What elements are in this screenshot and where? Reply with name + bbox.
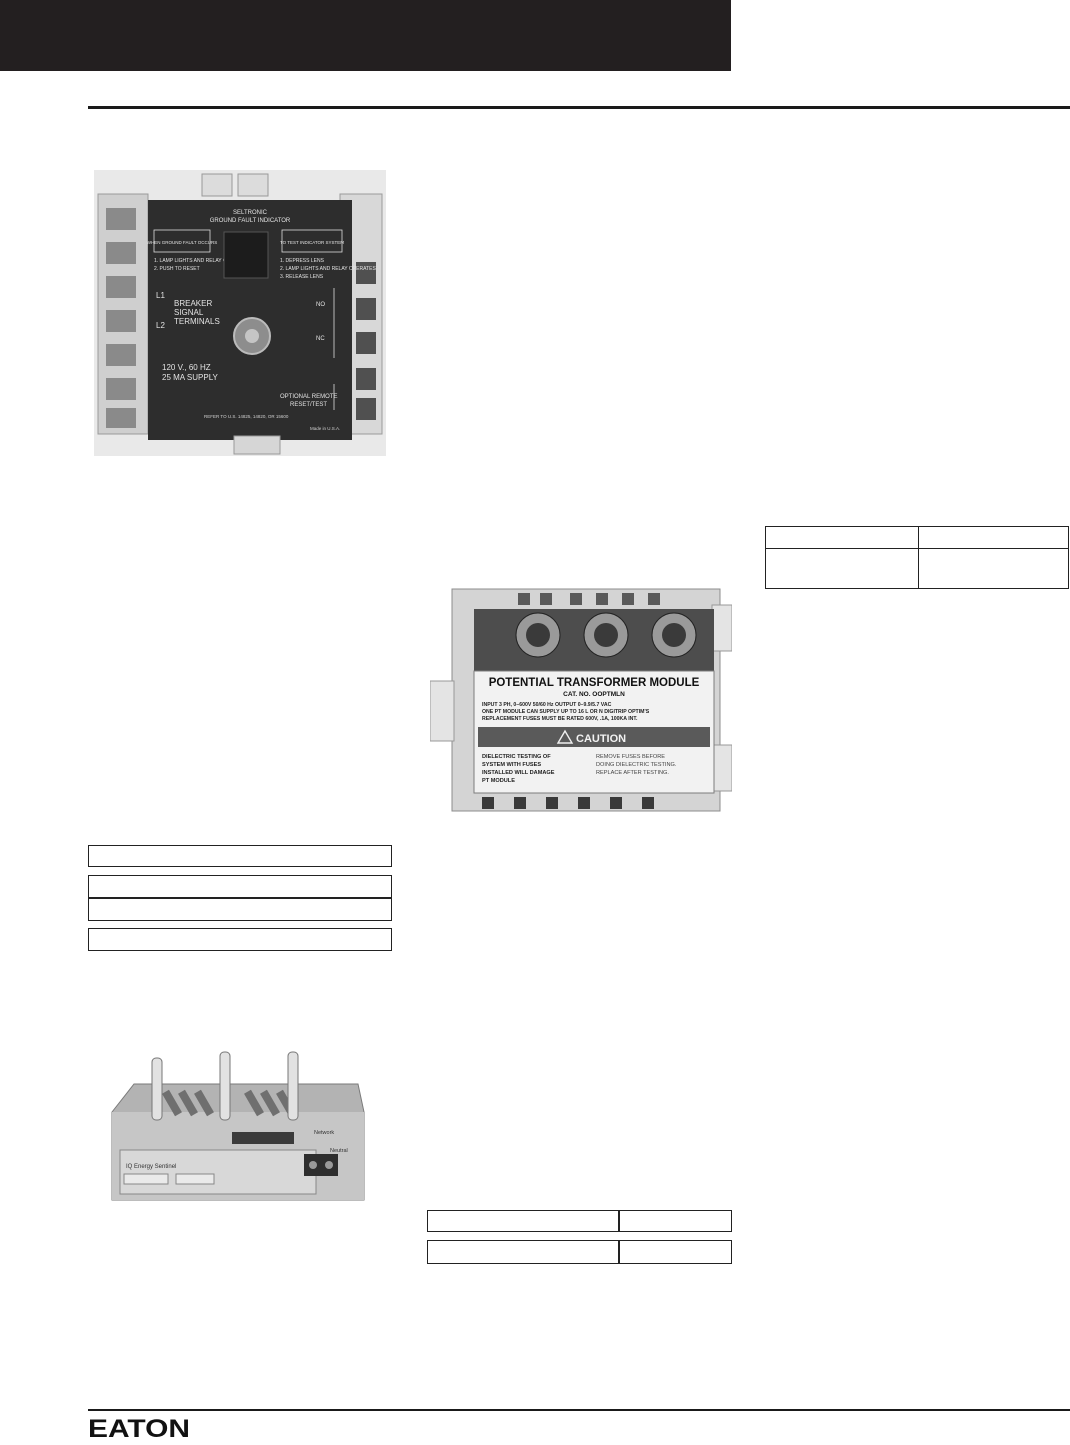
table-cell [618,1240,732,1264]
caution-icon [556,729,574,744]
table-cell [918,526,1069,549]
ptm-right-1: REMOVE FUSES BEFORE [596,754,665,760]
header-bar [0,0,731,71]
gfi-title: GROUND FAULT INDICATOR [210,218,291,224]
table-cell [427,1240,620,1264]
gfi-test-step-2: 2. LAMP LIGHTS AND RELAY OPERATES [280,266,376,272]
gfi-refer: REFER TO U.S. 14825, 14820, OR 15600 [204,414,289,419]
gfi-breaker-3: TERMINALS [174,317,220,326]
gfi-l2: L2 [156,321,165,330]
table-row [88,875,392,899]
ptm-right-2: DOING DIELECTRIC TESTING. [596,762,677,768]
energy-sentinel-photo: IQ Energy Sentinel Network Neutral [108,1050,368,1210]
ptm-title: POTENTIAL TRANSFORMER MODULE [489,677,700,689]
ptm-input: INPUT 3 PH, 0–600V 50/60 Hz OUTPUT 0–9.9… [482,702,612,708]
gfi-test-step-1: 1. DEPRESS LENS [280,258,325,264]
ptm-left-4: PT MODULE [482,778,515,784]
eaton-logo: EATON [88,1415,192,1443]
gfi-when-box: WHEN GROUND FAULT OCCURS [147,240,218,245]
gfi-remote-1: OPTIONAL REMOTE [280,394,337,400]
right-table [765,526,1069,589]
potential-transformer-module-photo: POTENTIAL TRANSFORMER MODULE CAT. NO. OO… [430,585,732,815]
logo-text: EATON [88,1416,190,1440]
ptm-caution: CAUTION [576,733,626,745]
table-cell [765,526,919,549]
ground-fault-indicator-photo: SELTRONIC GROUND FAULT INDICATOR WHEN GR… [94,170,386,456]
gfi-when-step-2: 2. PUSH TO RESET [154,266,200,272]
gfi-remote-2: RESET/TEST [290,402,327,408]
bottom-rule [88,1409,1070,1411]
ptm-left-1: DIELECTRIC TESTING OF [482,754,551,760]
table-cell [765,548,919,589]
gfi-header: SELTRONIC [233,210,268,216]
es-label: IQ Energy Sentinel [126,1164,176,1170]
top-rule [88,106,1070,109]
gfi-supply-2: 25 MA SUPPLY [162,373,219,382]
gfi-no: NO [316,302,325,308]
table-cell [918,548,1069,589]
left-table [88,845,392,951]
gfi-test-box: TO TEST INDICATOR SYSTEM [280,240,344,245]
gfi-breaker-1: BREAKER [174,299,212,308]
gfi-breaker-2: SIGNAL [174,308,204,317]
table-cell [427,1210,620,1232]
table-row [88,897,392,921]
gfi-nc: NC [316,336,325,342]
gfi-when-step-1: 1. LAMP LIGHTS AND RELAY OPERATES [154,258,250,264]
gfi-supply-1: 120 V., 60 HZ [162,363,211,372]
gfi-test-step-3: 3. RELEASE LENS [280,274,324,280]
ptm-cat: CAT. NO. OOPTMLN [563,691,625,698]
gfi-made: Made in U.S.A. [310,426,340,431]
ptm-line3: REPLACEMENT FUSES MUST BE RATED 600V, .1… [482,716,638,722]
ptm-left-3: INSTALLED WILL DAMAGE [482,770,555,776]
es-network: Network [314,1130,334,1136]
gfi-l1: L1 [156,291,165,300]
middle-table [427,1210,732,1264]
es-neutral: Neutral [330,1148,348,1154]
table-row [88,845,392,867]
ptm-left-2: SYSTEM WITH FUSES [482,762,541,768]
ptm-line2: ONE PT MODULE CAN SUPPLY UP TO 16 L OR N… [482,709,650,715]
table-row [88,928,392,951]
table-cell [618,1210,732,1232]
ptm-right-3: REPLACE AFTER TESTING. [596,770,669,776]
